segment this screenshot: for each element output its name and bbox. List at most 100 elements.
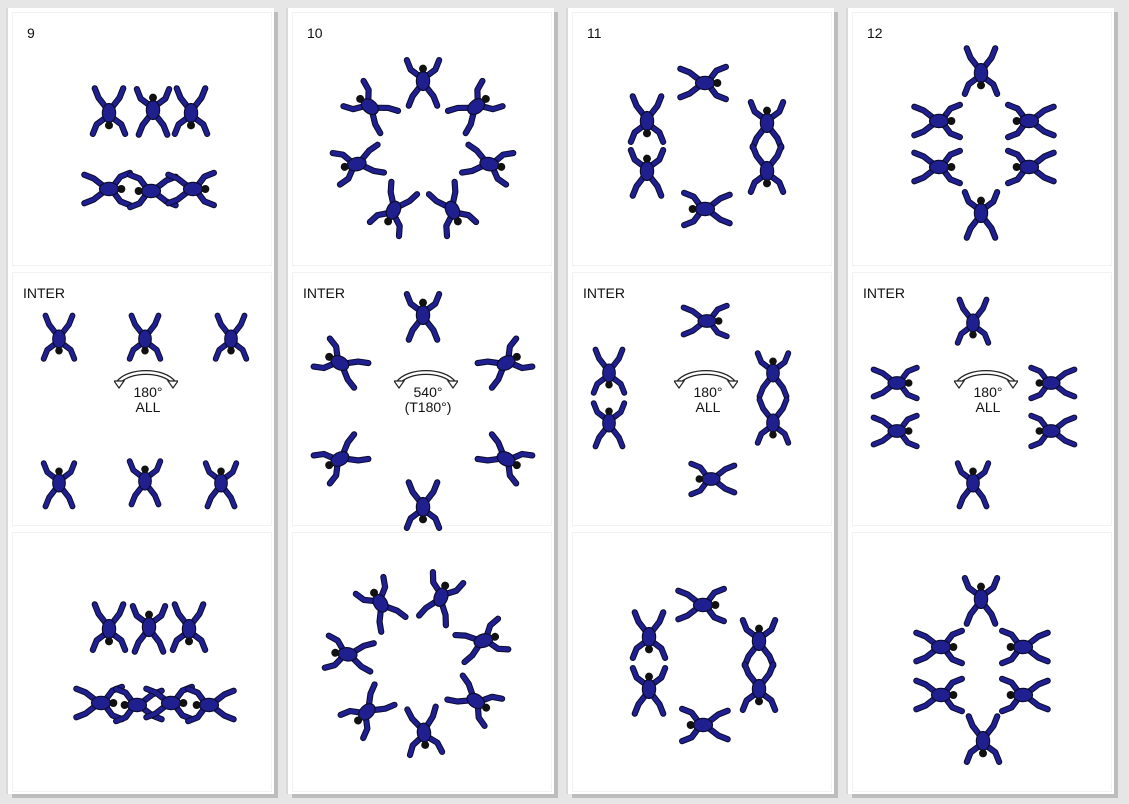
skydiver-figure-icon bbox=[93, 88, 125, 134]
skydiver-figure-icon bbox=[1031, 416, 1074, 447]
skydiver-figure-icon bbox=[455, 619, 509, 664]
skydiver-figure-icon bbox=[680, 67, 726, 99]
skydiver-figure-icon bbox=[133, 606, 165, 652]
skydiver-figure-icon bbox=[407, 482, 439, 528]
formation-diagram bbox=[573, 13, 831, 265]
inter-diagram bbox=[13, 273, 271, 525]
skydiver-figure-icon bbox=[314, 433, 370, 484]
formation-panel-10-end bbox=[292, 532, 552, 792]
skydiver-figure-icon bbox=[958, 300, 989, 343]
formation-diagram bbox=[13, 533, 271, 785]
formation-panel-9-inter: INTER 180° ALL bbox=[12, 272, 272, 526]
formation-column-9: 9 INTER 180° ALL bbox=[8, 8, 274, 794]
formation-panel-12-inter: INTER 180° ALL bbox=[852, 272, 1112, 526]
skydiver-figure-icon bbox=[633, 668, 665, 714]
skydiver-figure-icon bbox=[427, 181, 476, 236]
skydiver-figure-icon bbox=[691, 464, 734, 495]
skydiver-figure-icon bbox=[168, 173, 214, 205]
formation-panel-12-start: 12 bbox=[852, 12, 1112, 266]
formation-column-11: 11 INTER 180° ALL bbox=[568, 8, 834, 794]
skydiver-figure-icon bbox=[916, 631, 962, 663]
skydiver-figure-icon bbox=[965, 192, 997, 238]
skydiver-figure-icon bbox=[446, 674, 502, 726]
skydiver-figure-icon bbox=[356, 577, 407, 633]
skydiver-figure-icon bbox=[682, 709, 728, 741]
formation-diagram bbox=[293, 13, 551, 265]
formation-panel-12-end bbox=[852, 532, 1112, 792]
formation-column-12: 12 INTER 180° ALL bbox=[848, 8, 1114, 794]
inter-diagram bbox=[853, 273, 1111, 525]
skydiver-figure-icon bbox=[751, 146, 783, 192]
skydiver-figure-icon bbox=[130, 461, 161, 504]
skydiver-figure-icon bbox=[206, 463, 237, 506]
skydiver-figure-icon bbox=[188, 689, 234, 721]
skydiver-figure-icon bbox=[684, 306, 727, 337]
skydiver-figure-icon bbox=[343, 81, 399, 135]
skydiver-figure-icon bbox=[333, 143, 385, 185]
skydiver-figure-icon bbox=[1002, 679, 1048, 711]
skydiver-figure-icon bbox=[462, 143, 514, 185]
formation-diagram bbox=[13, 13, 271, 265]
skydiver-figure-icon bbox=[684, 193, 730, 225]
formation-diagram bbox=[853, 533, 1111, 785]
skydiver-figure-icon bbox=[407, 60, 439, 106]
skydiver-figure-icon bbox=[914, 151, 960, 183]
skydiver-figure-icon bbox=[633, 612, 665, 658]
skydiver-figure-icon bbox=[173, 604, 205, 650]
skydiver-figure-icon bbox=[407, 294, 439, 340]
skydiver-figure-icon bbox=[405, 706, 442, 755]
skydiver-figure-icon bbox=[130, 316, 161, 359]
skydiver-figure-icon bbox=[477, 433, 533, 484]
skydiver-figure-icon bbox=[44, 463, 75, 506]
skydiver-figure-icon bbox=[967, 716, 999, 762]
skydiver-figure-icon bbox=[958, 463, 989, 506]
skydiver-figure-icon bbox=[965, 48, 997, 94]
skydiver-figure-icon bbox=[370, 181, 419, 236]
formation-column-10: 10 INTER 540° (T180°) bbox=[288, 8, 554, 794]
skydiver-figure-icon bbox=[1002, 631, 1048, 663]
skydiver-figure-icon bbox=[314, 339, 370, 390]
formation-panel-10-start: 10 bbox=[292, 12, 552, 266]
skydiver-figure-icon bbox=[417, 572, 463, 626]
formation-panel-10-inter: INTER 540° (T180°) bbox=[292, 272, 552, 526]
skydiver-figure-icon bbox=[874, 368, 917, 399]
formation-panel-11-start: 11 bbox=[572, 12, 832, 266]
skydiver-figure-icon bbox=[1008, 151, 1054, 183]
skydiver-figure-icon bbox=[137, 89, 169, 135]
skydiver-figure-icon bbox=[93, 604, 125, 650]
skydiver-figure-icon bbox=[631, 96, 663, 142]
skydiver-figure-icon bbox=[678, 589, 724, 621]
formation-diagram bbox=[573, 533, 831, 785]
formation-panel-11-inter: INTER 180° ALL bbox=[572, 272, 832, 526]
skydiver-figure-icon bbox=[447, 81, 503, 135]
skydiver-figure-icon bbox=[594, 403, 625, 446]
skydiver-figure-icon bbox=[743, 620, 775, 666]
skydiver-figure-icon bbox=[84, 173, 130, 205]
formation-diagram bbox=[293, 533, 551, 785]
skydiver-figure-icon bbox=[175, 88, 207, 134]
skydiver-figure-icon bbox=[1008, 105, 1054, 137]
skydiver-figure-icon bbox=[914, 105, 960, 137]
formation-panel-9-start: 9 bbox=[12, 12, 272, 266]
skydiver-figure-icon bbox=[44, 316, 75, 359]
skydiver-figure-icon bbox=[631, 150, 663, 196]
skydiver-figure-icon bbox=[216, 316, 247, 359]
skydiver-figure-icon bbox=[743, 664, 775, 710]
skydiver-figure-icon bbox=[965, 578, 997, 624]
skydiver-figure-icon bbox=[874, 416, 917, 447]
skydiver-figure-icon bbox=[1031, 368, 1074, 399]
formation-panel-9-end bbox=[12, 532, 272, 792]
skydiver-figure-icon bbox=[594, 350, 625, 393]
skydiver-figure-icon bbox=[758, 400, 789, 443]
skydiver-figure-icon bbox=[758, 353, 789, 396]
skydiver-figure-icon bbox=[477, 339, 533, 390]
skydiver-figure-icon bbox=[751, 102, 783, 148]
skydiver-figure-icon bbox=[146, 687, 192, 719]
inter-diagram bbox=[293, 273, 551, 525]
skydiver-figure-icon bbox=[325, 636, 374, 674]
skydiver-figure-icon bbox=[916, 679, 962, 711]
inter-diagram bbox=[573, 273, 831, 525]
formation-panel-11-end bbox=[572, 532, 832, 792]
skydiver-figure-icon bbox=[341, 683, 396, 738]
formation-diagram bbox=[853, 13, 1111, 265]
